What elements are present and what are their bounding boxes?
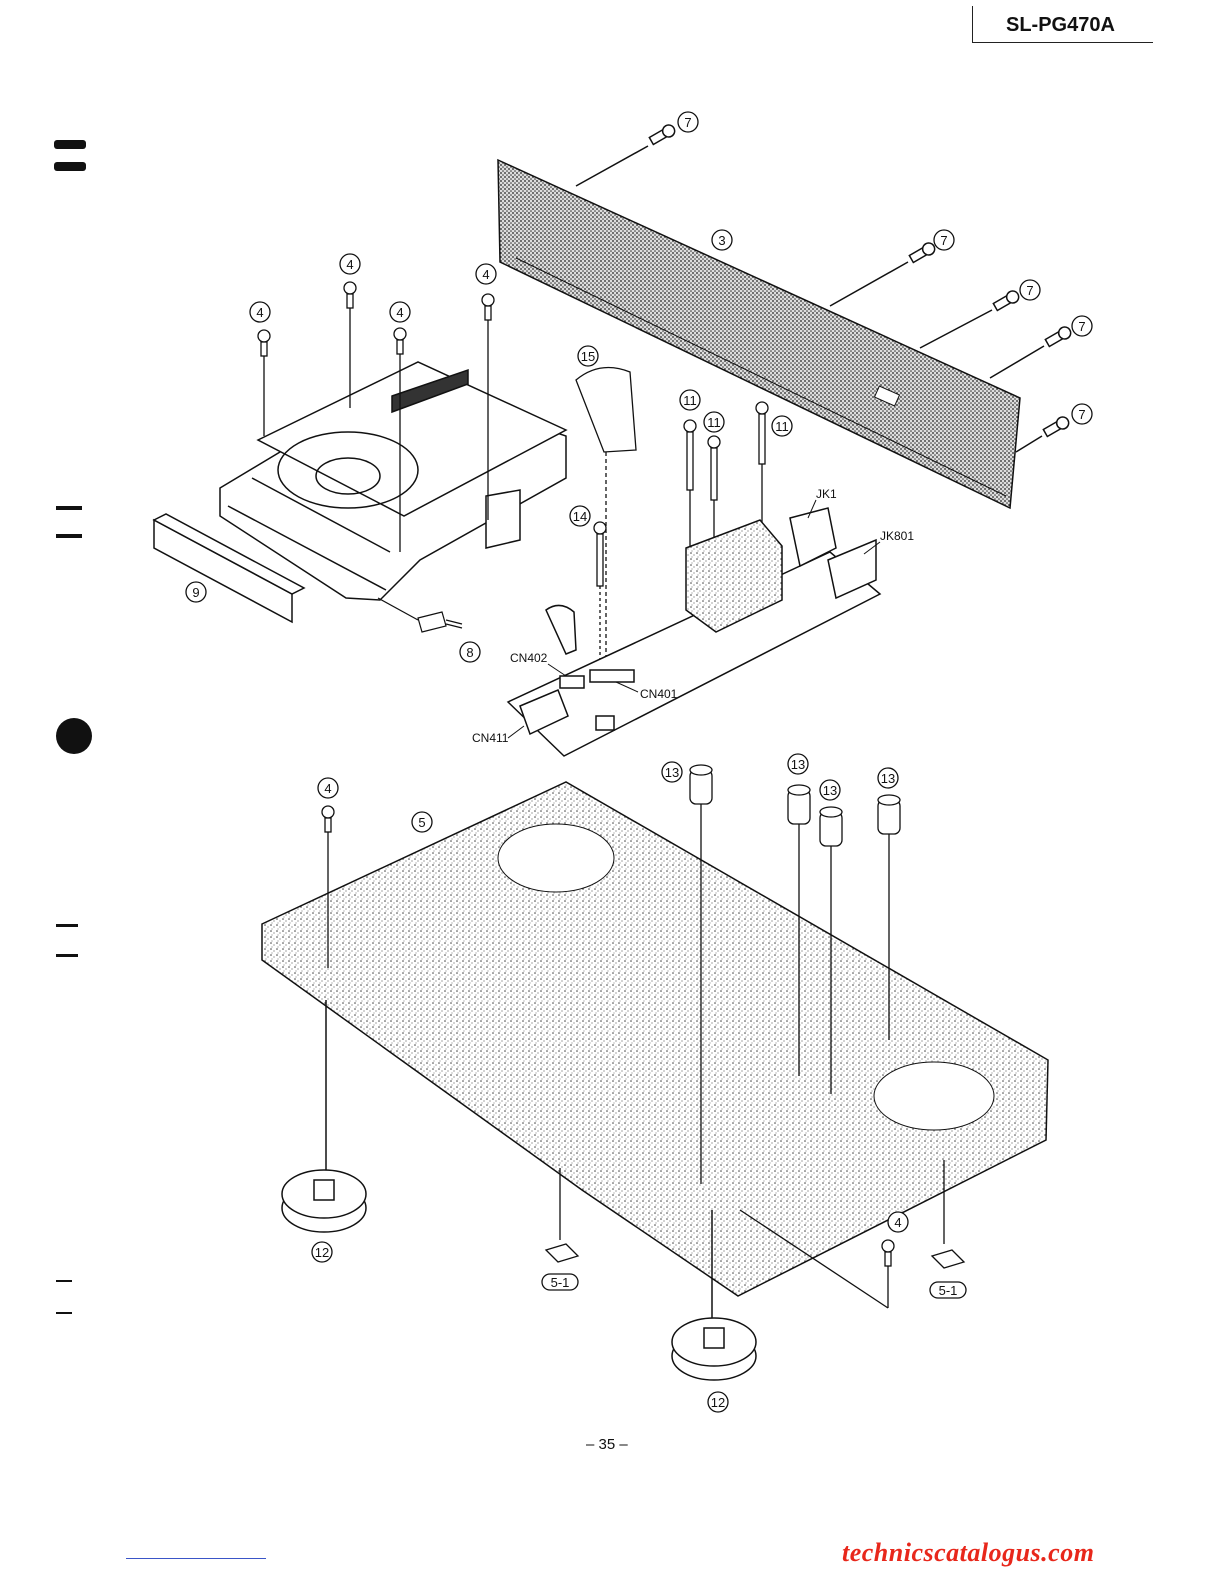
- callout-9: 9: [192, 585, 199, 600]
- callout-4d: 4: [396, 305, 403, 320]
- callout-4b: 4: [482, 267, 489, 282]
- callout-5-1a: 5-1: [551, 1275, 570, 1290]
- callout-14: 14: [573, 509, 587, 524]
- callout-13c: 13: [823, 783, 837, 798]
- cd-mechanism: [220, 362, 566, 600]
- ref-cn402: CN402: [510, 651, 548, 665]
- callout-7c: 7: [1026, 283, 1033, 298]
- callout-13a: 13: [665, 765, 679, 780]
- callout-7a: 7: [684, 115, 691, 130]
- connector-cable: [378, 598, 462, 632]
- page-number: – 35 –: [586, 1436, 628, 1453]
- callout-5-1b: 5-1: [939, 1283, 958, 1298]
- callout-5: 5: [418, 815, 425, 830]
- callout-11a: 11: [683, 393, 697, 408]
- callout-12a: 12: [315, 1245, 329, 1260]
- callout-13d: 13: [881, 771, 895, 786]
- callout-11b: 11: [707, 415, 721, 430]
- footer-link-underline: [126, 1558, 266, 1559]
- ref-cn411: CN411: [472, 731, 509, 745]
- callout-13b: 13: [791, 757, 805, 772]
- callout-12b: 12: [711, 1395, 725, 1410]
- callout-4e: 4: [324, 781, 331, 796]
- callout-7b: 7: [940, 233, 947, 248]
- ref-cn401: CN401: [640, 687, 678, 701]
- callout-3: 3: [718, 233, 725, 248]
- ref-jk1: JK1: [816, 487, 837, 501]
- callout-4f: 4: [894, 1215, 901, 1230]
- callout-8: 8: [466, 645, 473, 660]
- callout-7e: 7: [1078, 407, 1085, 422]
- callout-4c: 4: [256, 305, 263, 320]
- watermark: technicscatalogus.com: [842, 1538, 1094, 1568]
- chassis: [262, 782, 1048, 1296]
- callout-15: 15: [581, 349, 595, 364]
- callout-7d: 7: [1078, 319, 1085, 334]
- callout-11c: 11: [775, 419, 789, 434]
- callout-4a: 4: [346, 257, 353, 272]
- binder-marks: [54, 140, 92, 1314]
- main-pcb: [508, 508, 880, 756]
- ref-jk801: JK801: [880, 529, 914, 543]
